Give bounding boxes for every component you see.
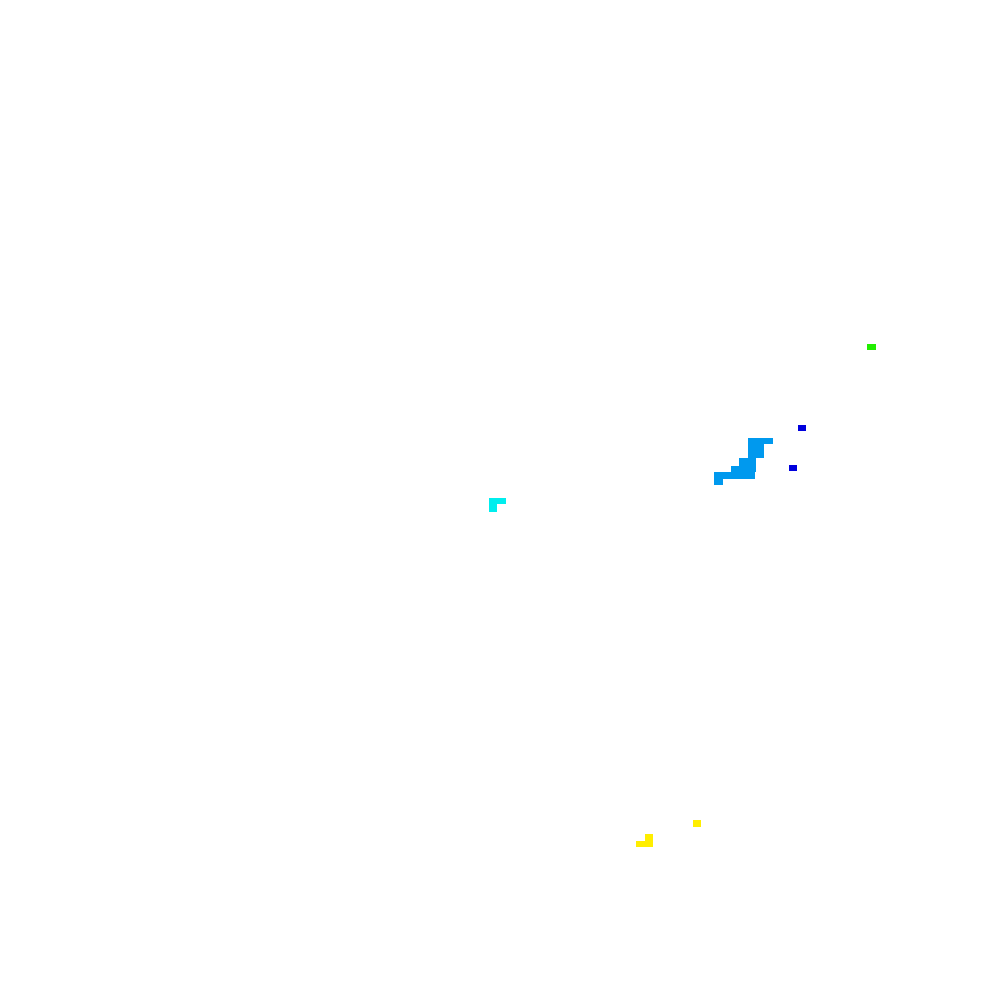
green-speck-cell [867, 344, 876, 350]
sky-blue-cluster [714, 438, 773, 485]
navy-speck-lower-cell [789, 465, 797, 471]
yellow-fragment [636, 834, 653, 847]
sky-blue-cluster-cell [739, 458, 756, 466]
sky-blue-cluster-cell [714, 479, 723, 485]
cyan-fragment-cell [489, 498, 506, 504]
sky-blue-cluster-cell [748, 438, 773, 444]
yellow-speck-cell [693, 820, 701, 827]
yellow-fragment-cell [645, 834, 653, 841]
navy-speck-upper-cell [798, 425, 806, 431]
yellow-fragment-cell [636, 841, 653, 847]
navy-speck-upper [798, 425, 806, 431]
sky-blue-cluster-cell [731, 466, 756, 472]
green-speck [867, 344, 876, 350]
sky-blue-cluster-cell [714, 472, 755, 479]
cyan-fragment [489, 498, 506, 512]
sky-blue-cluster-cell [748, 444, 764, 458]
yellow-speck [693, 820, 701, 827]
cyan-fragment-cell [489, 504, 497, 512]
navy-speck-lower [789, 465, 797, 471]
